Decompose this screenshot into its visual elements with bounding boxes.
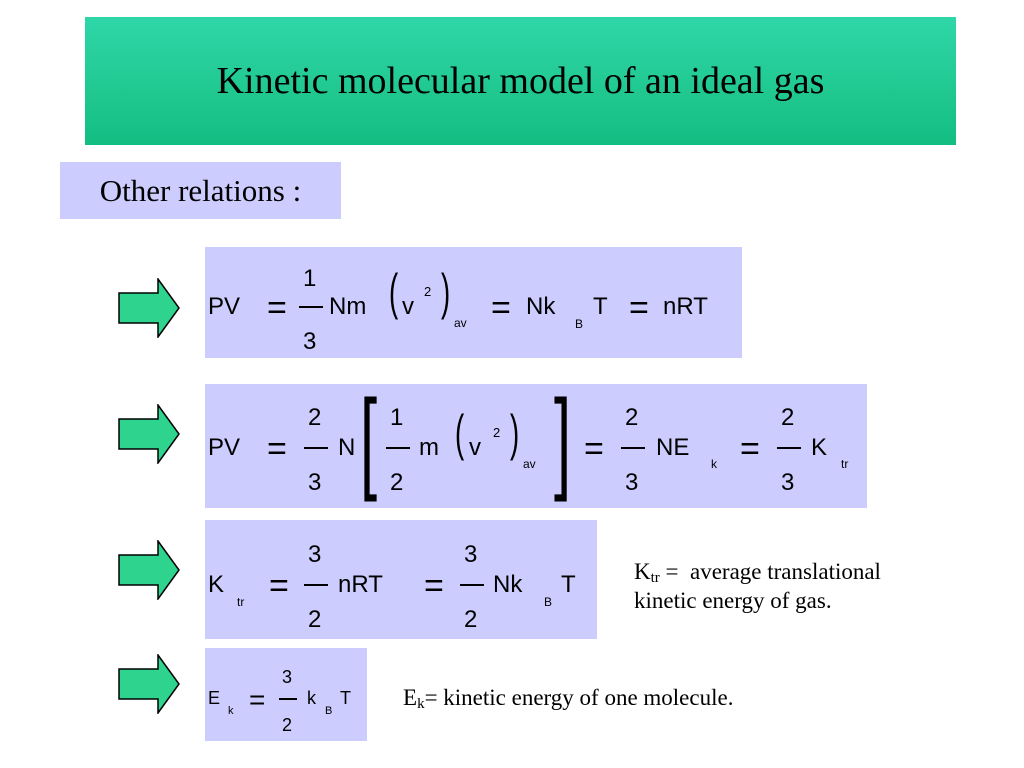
eq1-numerator: 1	[303, 265, 317, 292]
eq4-sub-k: k	[228, 705, 234, 717]
fraction-bar	[304, 584, 328, 586]
eq2-equals: =	[267, 430, 287, 468]
eq3-sub-b: B	[544, 595, 553, 609]
eq2-denominator: 3	[781, 469, 795, 496]
eq1-equals: =	[491, 289, 511, 327]
eq3-equals: =	[269, 567, 289, 605]
note-ktr-line2: kinetic energy of gas.	[634, 588, 832, 613]
eq2-bracket-open: [	[360, 377, 378, 502]
eq3-nk: Nk	[493, 571, 523, 598]
right-arrow-icon	[118, 278, 180, 338]
fraction-bar	[386, 447, 410, 449]
eq2-denominator: 3	[308, 469, 322, 496]
eq2-numerator: 2	[625, 404, 639, 431]
fraction-bar	[299, 306, 323, 308]
fraction-bar	[621, 447, 645, 449]
eq1-nm: Nm	[329, 293, 367, 320]
note-ktr: Ktr = average translational kinetic ener…	[634, 558, 881, 615]
eq1-paren-open: (	[389, 264, 399, 320]
eq3-denominator: 2	[308, 606, 322, 633]
eq2-paren-close: )	[510, 405, 520, 461]
fraction-bar	[460, 584, 484, 586]
eq4-t: T	[340, 688, 351, 708]
note-ktr-sub: tr	[650, 570, 660, 586]
eq4-sub-b: B	[325, 705, 333, 717]
eq3-denominator: 2	[464, 606, 478, 633]
equation-2-box: PV = 2 3 N [ 1 2 m ( v 2 ) av ] = 2 3 NE…	[205, 384, 867, 508]
note-ek: Ek= kinetic energy of one molecule.	[403, 684, 733, 713]
eq4-equals: =	[249, 684, 266, 715]
eq2-n: N	[338, 434, 356, 461]
equation-1-box: PV = 1 3 Nm ( v 2 ) av = Nk B T = nRT	[205, 247, 742, 358]
eq2-ne: NE	[656, 434, 690, 461]
eq2-sub-tr: tr	[841, 457, 849, 471]
eq4-k: k	[307, 688, 316, 708]
note-ek-symbol: E	[403, 685, 418, 710]
right-arrow-icon	[118, 654, 180, 714]
eq3-t: T	[561, 571, 576, 598]
eq2-v: v	[469, 434, 481, 461]
note-ktr-symbol: K	[634, 559, 651, 584]
eq2-sub-av: av	[523, 457, 536, 471]
eq1-pv: PV	[208, 293, 241, 320]
eq4-denominator: 2	[282, 715, 293, 735]
eq4-numerator: 3	[282, 667, 293, 687]
eq1-paren-close: )	[441, 264, 451, 320]
eq4-e: E	[208, 688, 221, 708]
eq2-m: m	[419, 434, 439, 461]
eq2-equals: =	[584, 430, 604, 468]
eq2-exponent: 2	[493, 425, 501, 440]
subtitle-box: Other relations :	[60, 162, 341, 219]
fraction-bar	[777, 447, 801, 449]
title-banner: Kinetic molecular model of an ideal gas	[85, 17, 956, 145]
eq1-equals: =	[629, 289, 649, 327]
fraction-bar	[304, 447, 328, 449]
eq2-numerator: 1	[390, 404, 404, 431]
equation-4-box: E k = 3 2 k B T	[205, 648, 367, 741]
eq1-denominator: 3	[303, 328, 317, 355]
note-ek-text: = kinetic energy of one molecule.	[424, 685, 734, 710]
equation-3-box: K tr = 3 2 nRT = 3 2 Nk B T	[205, 520, 597, 639]
eq1-v: v	[402, 293, 414, 320]
eq1-nrt: nRT	[663, 293, 708, 320]
eq3-nrt: nRT	[338, 571, 383, 598]
eq2-pv: PV	[208, 434, 241, 461]
right-arrow-icon	[118, 404, 180, 464]
slide-subtitle: Other relations :	[99, 172, 302, 208]
eq2-numerator: 2	[308, 404, 322, 431]
right-arrow-icon	[118, 540, 180, 600]
slide-title: Kinetic molecular model of an ideal gas	[216, 60, 825, 102]
eq1-equals: =	[267, 289, 287, 327]
eq2-denominator: 3	[625, 469, 639, 496]
eq1-exponent: 2	[424, 284, 432, 299]
fraction-bar	[279, 698, 297, 700]
eq2-equals: =	[740, 430, 760, 468]
eq1-sub-b: B	[575, 317, 584, 331]
eq3-numerator: 3	[308, 541, 322, 568]
eq1-nk: Nk	[526, 293, 556, 320]
eq3-numerator: 3	[464, 541, 478, 568]
eq3-k: K	[208, 571, 225, 598]
eq3-equals: =	[424, 567, 444, 605]
eq1-sub-av: av	[454, 316, 467, 330]
eq2-paren-open: (	[455, 405, 465, 461]
eq2-numerator: 2	[781, 404, 795, 431]
eq2-denominator: 2	[390, 469, 404, 496]
eq2-bracket-close: ]	[554, 377, 572, 502]
eq2-k: K	[811, 434, 828, 461]
eq1-t: T	[593, 293, 608, 320]
note-ek-sub: k	[417, 696, 425, 712]
eq3-sub-tr: tr	[237, 595, 245, 609]
note-ktr-line1: = average translational	[659, 559, 881, 584]
eq2-sub-k: k	[711, 457, 717, 471]
